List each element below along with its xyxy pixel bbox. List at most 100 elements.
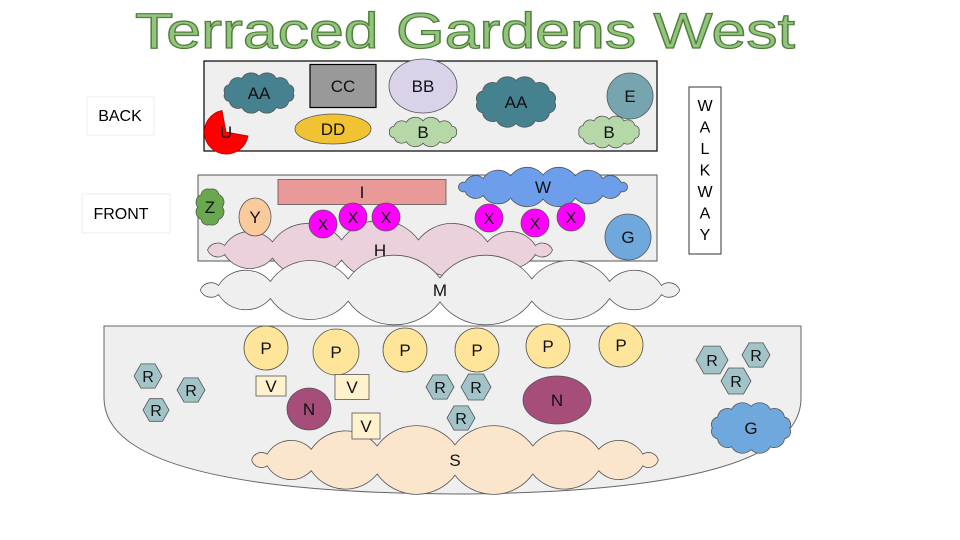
plant-r-shape (741, 342, 771, 368)
plant-dd-label: DD (321, 120, 346, 139)
plant-n-label: N (551, 391, 563, 410)
plant-x[interactable] (474, 203, 504, 233)
plant-r-label: R (434, 380, 446, 397)
plant-u[interactable] (203, 110, 249, 155)
plant-p[interactable] (243, 325, 289, 371)
plant-b-label: B (417, 123, 428, 142)
plant-x[interactable] (556, 202, 586, 232)
plant-cc[interactable] (309, 63, 377, 109)
plant-aa[interactable] (223, 72, 295, 114)
plant-r-label: R (150, 403, 162, 420)
plant-v-label: V (265, 377, 277, 396)
plant-v[interactable] (255, 375, 287, 397)
plant-w[interactable] (458, 166, 628, 208)
plant-v[interactable] (351, 412, 381, 440)
plant-p[interactable] (454, 327, 500, 373)
plant-v-label: V (360, 417, 372, 436)
plant-x-shape (474, 203, 504, 233)
plant-g[interactable] (604, 213, 652, 261)
plant-r[interactable] (720, 367, 752, 395)
plant-n-shape (522, 375, 592, 425)
walkway-letter: W (697, 98, 713, 115)
plant-i-shape (277, 179, 447, 205)
plant-b-shape (578, 115, 640, 149)
plant-cc-shape (309, 63, 377, 109)
plant-g-label: G (744, 419, 757, 438)
plant-x-label: X (348, 210, 359, 227)
plant-r[interactable] (425, 374, 455, 400)
plant-n[interactable] (522, 375, 592, 425)
plant-dd[interactable] (294, 113, 372, 145)
walkway-letter: A (700, 206, 711, 223)
plant-x-shape (556, 202, 586, 232)
plant-r[interactable] (176, 377, 206, 403)
plant-e[interactable] (606, 72, 654, 120)
plant-r-label: R (142, 369, 154, 386)
plant-p[interactable] (525, 323, 571, 369)
plant-r-shape (720, 367, 752, 395)
plant-g-shape (604, 213, 652, 261)
plant-r[interactable] (741, 342, 771, 368)
plant-r[interactable] (460, 373, 492, 401)
plant-r-label: R (455, 411, 467, 428)
plant-b-label: B (603, 123, 614, 142)
walkway-letter: L (701, 141, 710, 158)
plant-r-shape (142, 398, 170, 422)
plant-cc-label: CC (331, 77, 356, 96)
plant-r[interactable] (446, 405, 476, 431)
plant-p[interactable] (382, 327, 428, 373)
plant-v[interactable] (334, 374, 370, 400)
plant-x-shape (520, 208, 550, 238)
plant-p-shape (598, 322, 644, 368)
plant-r[interactable] (695, 345, 729, 375)
plant-v-shape (255, 375, 287, 397)
plant-aa[interactable] (476, 76, 556, 128)
plant-y-label: Y (249, 208, 260, 227)
plant-z[interactable] (195, 188, 225, 226)
plant-n-label: N (303, 400, 315, 419)
plant-s[interactable] (251, 425, 659, 495)
plant-g-shape (711, 402, 791, 454)
plant-n[interactable] (286, 387, 332, 431)
plant-x[interactable] (520, 208, 550, 238)
plant-p-label: P (471, 341, 482, 360)
plant-b[interactable] (389, 116, 457, 148)
front-label: FRONT (81, 193, 171, 234)
plant-v-label: V (346, 378, 358, 397)
plant-x[interactable] (371, 202, 401, 232)
plant-x[interactable] (308, 209, 338, 239)
plant-e-label: E (624, 87, 635, 106)
plant-r-shape (460, 373, 492, 401)
plant-r-label: R (730, 374, 742, 391)
plant-g[interactable] (711, 402, 791, 454)
plant-w-label: W (535, 178, 551, 197)
plant-x-label: X (318, 217, 329, 234)
plant-m[interactable] (199, 254, 681, 326)
plant-r-label: R (185, 383, 197, 400)
plant-y[interactable] (238, 197, 272, 237)
plant-x[interactable] (338, 202, 368, 232)
plant-r-label: R (470, 380, 482, 397)
plant-r-shape (425, 374, 455, 400)
plant-p-shape (454, 327, 500, 373)
plant-i[interactable] (277, 179, 447, 205)
plant-x-label: X (484, 211, 495, 228)
plant-b[interactable] (578, 115, 640, 149)
plant-p-label: P (260, 339, 271, 358)
front-label-text: FRONT (93, 206, 148, 223)
plant-r-shape (695, 345, 729, 375)
plant-bb[interactable] (388, 58, 458, 114)
plant-h-label: H (374, 241, 386, 260)
plant-p[interactable] (598, 322, 644, 368)
plant-x-label: X (381, 210, 392, 227)
plant-x-shape (308, 209, 338, 239)
plant-u-shape (203, 110, 249, 155)
plant-r[interactable] (133, 363, 163, 389)
plant-p-shape (525, 323, 571, 369)
plant-w-shape (458, 166, 628, 208)
plant-p-label: P (615, 336, 626, 355)
walkway-letter: W (697, 184, 713, 201)
walkway-letter: Y (700, 227, 711, 244)
plant-r[interactable] (142, 398, 170, 422)
